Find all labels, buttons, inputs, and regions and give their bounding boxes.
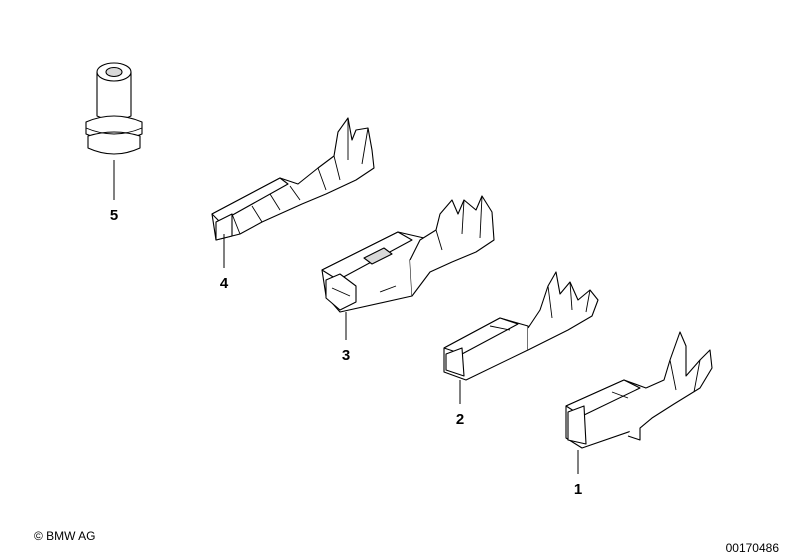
callout-3: 3	[342, 347, 350, 364]
part-4-terminal[interactable]	[211, 117, 375, 268]
part-1-terminal[interactable]	[565, 331, 713, 474]
callout-5: 5	[110, 207, 118, 224]
part-5-seal[interactable]	[85, 62, 143, 200]
callout-1: 1	[574, 481, 582, 498]
part-2-terminal[interactable]	[443, 271, 599, 404]
callout-2: 2	[456, 411, 464, 428]
callout-4: 4	[220, 275, 229, 292]
part-3-terminal[interactable]	[321, 195, 495, 340]
copyright-notice: © BMW AG	[34, 529, 96, 543]
document-number: 00170486	[725, 541, 779, 555]
